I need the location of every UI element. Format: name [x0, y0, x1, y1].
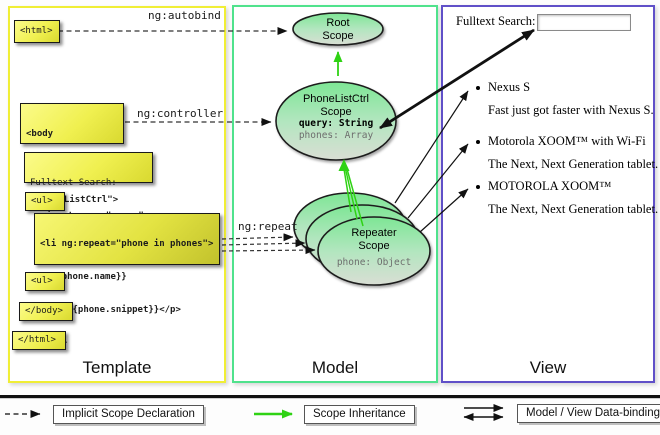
- legend-scope-inheritance: Scope Inheritance: [304, 405, 415, 424]
- view-item-title: Nexus S: [488, 80, 531, 94]
- template-column-label: Template: [82, 358, 152, 377]
- repeater-to-view-arrow-1: [394, 90, 469, 204]
- code-box-fulltext-search: Fulltext Search: <input name="query">: [24, 152, 153, 221]
- code-line: <li ng:repeat="phone in phones">: [40, 239, 214, 249]
- repeater-scope-ellipse-front: [317, 216, 431, 286]
- annotation-ng-repeat: ng:repeat: [238, 220, 298, 233]
- code-line: <body: [26, 129, 54, 139]
- view-search-label: Fulltext Search:: [456, 14, 536, 28]
- annotation-ng-autobind: ng:autobind: [148, 9, 221, 22]
- code-line: <p>{{phone.snippet}}</p>: [40, 305, 181, 315]
- code-box-ul-open: <ul>: [25, 192, 65, 211]
- bullet-icon: [476, 185, 480, 189]
- code-box-body-close: </body>: [19, 302, 73, 321]
- view-item-title: MOTOROLA XOOM™: [488, 179, 612, 193]
- repeater-to-view-arrow-2: [407, 143, 469, 219]
- code-line: Fulltext Search:: [30, 178, 117, 188]
- repeater-scope-label: Repeater Scope phone: Object: [318, 227, 430, 269]
- query-databinding-arrow: [379, 28, 535, 130]
- phonelistctrl-scope-label: PhoneListCtrl Scope query: String phones…: [276, 93, 396, 142]
- view-item-desc: The Next, Next Generation tablet.: [488, 157, 659, 171]
- code-line: </li>: [40, 338, 214, 349]
- fulltext-search-input[interactable]: [537, 14, 631, 31]
- root-scope-ellipse: [292, 12, 384, 46]
- legend-implicit-scope-declaration: Implicit Scope Declaration: [53, 405, 204, 424]
- bullet-icon: [476, 140, 480, 144]
- view-column-label: View: [529, 358, 567, 377]
- code-box-li-repeat: <li ng:repeat="phone in phones"> {{phone…: [34, 213, 220, 348]
- inheritance-line-rep2: [344, 168, 358, 220]
- repeat-dashed-arrow-2: [221, 239, 306, 248]
- inheritance-line-rep1: [343, 168, 352, 213]
- repeat-dashed-arrow-3: [221, 246, 316, 255]
- inheritance-line-rep3: [346, 168, 364, 227]
- legend-model-view-data-binding: Model / View Data-binding: [517, 404, 660, 423]
- inheritance-arrowhead-rep: [338, 159, 350, 171]
- repeater-to-view-arrow-3: [419, 188, 469, 233]
- code-box-html-close: </html>: [12, 331, 66, 350]
- scope-prop-phones: phones: Array: [298, 130, 374, 141]
- bullet-icon: [476, 86, 480, 90]
- code-line: {{phone.name}}: [40, 272, 127, 282]
- code-box-ul-second: <ul>: [25, 272, 65, 291]
- root-scope-label: Root Scope: [293, 17, 383, 42]
- code-box-body-open: <body ng:controller= "PhoneListCtrl">: [20, 103, 124, 205]
- code-line: "PhoneListCtrl">: [26, 195, 119, 205]
- scope-title: Root Scope: [322, 17, 354, 42]
- scope-title: PhoneListCtrl Scope: [302, 93, 370, 118]
- view-item-title: Motorola XOOM™ with Wi-Fi: [488, 134, 646, 148]
- scope-title: Repeater Scope: [351, 227, 397, 252]
- repeat-dashed-arrow-1: [221, 233, 294, 242]
- view-item-desc: The Next, Next Generation tablet.: [488, 202, 659, 216]
- model-column-label: Model: [311, 358, 359, 377]
- legend-separator-line: [0, 395, 660, 399]
- annotation-ng-controller: ng:controller: [137, 107, 224, 120]
- code-box-html-open: <html>: [14, 20, 60, 43]
- scope-prop-query: query: String: [298, 118, 374, 129]
- scope-prop-phone: phone: Object: [336, 257, 412, 268]
- view-item-desc: Fast just got faster with Nexus S.: [488, 103, 654, 117]
